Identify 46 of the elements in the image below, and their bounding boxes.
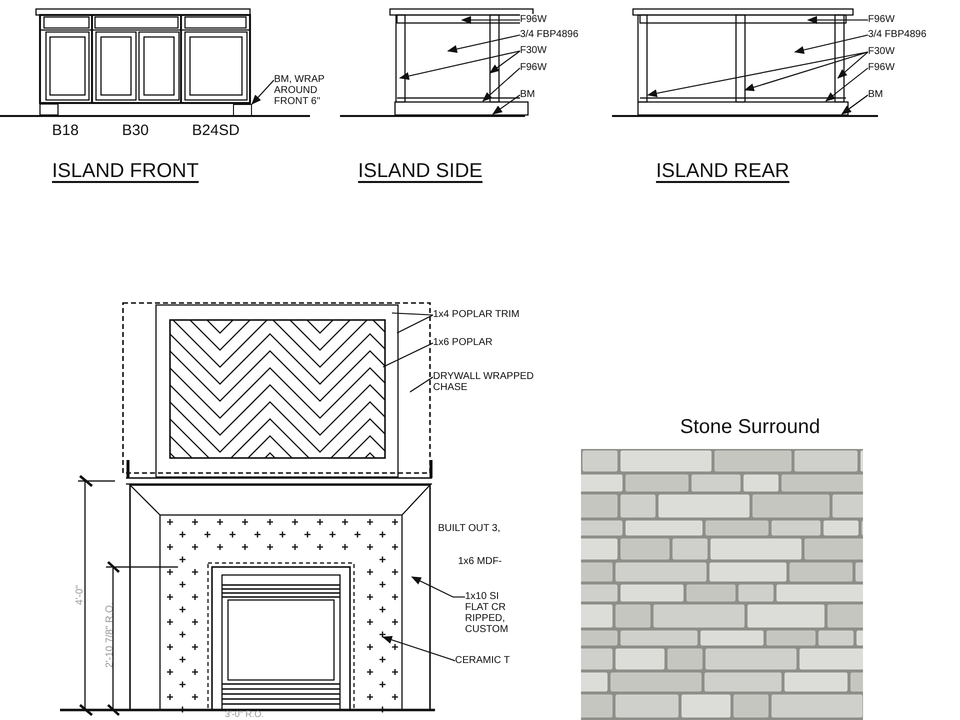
cabinet-code: B30 <box>122 121 149 141</box>
view-title: ISLAND REAR <box>656 159 790 184</box>
leader-line <box>410 376 434 392</box>
toe-kick-block <box>233 104 252 116</box>
callout-label: F96W <box>868 62 895 73</box>
leader-line <box>396 314 434 334</box>
dimension-label: 3'-0" R.O. <box>225 709 264 719</box>
leader-line <box>447 34 520 53</box>
leader-line <box>794 34 868 54</box>
leader-line <box>251 80 274 105</box>
leader-line <box>482 68 520 102</box>
leader-line <box>807 16 868 24</box>
callout-label: BM <box>868 89 883 100</box>
callout-label: 1x6 POPLAR <box>433 337 492 348</box>
dimension-label: 4'-0" <box>74 585 86 605</box>
callout-label: 1x4 POPLAR TRIM <box>433 309 520 320</box>
view-title: ISLAND FRONT <box>52 159 199 184</box>
leader-line <box>492 94 520 115</box>
dimension-label: 2'-10 7/8" R.O. <box>104 602 116 668</box>
callout-label: F96W <box>520 62 547 73</box>
callout-label: F96W <box>520 14 547 25</box>
view-title: ISLAND SIDE <box>358 159 482 184</box>
callout-label: BM <box>520 89 535 100</box>
callout-label: 1x6 MDF- <box>458 555 502 569</box>
leader-line <box>837 52 868 79</box>
leader-line <box>411 576 465 598</box>
callout-label: 3/4 FBP4896 <box>868 29 926 40</box>
photo-caption: Stone Surround <box>680 415 820 440</box>
callout-label: F96W <box>868 14 895 25</box>
callout-label: F30W <box>868 46 895 57</box>
leader-line <box>461 16 520 24</box>
leader-line <box>392 312 434 316</box>
callout-label: 3/4 FBP4896 <box>520 29 578 40</box>
leader-line <box>489 50 520 74</box>
leader-line <box>382 342 434 368</box>
leader-line <box>647 51 868 98</box>
leader-line <box>744 51 868 92</box>
callout-label: F30W <box>520 45 547 56</box>
cabinet-code: B18 <box>52 121 79 141</box>
callout-label: CERAMIC T <box>455 655 510 666</box>
leader-line <box>382 636 456 662</box>
leader-line <box>841 94 868 115</box>
callout-label: BUILT OUT 3, <box>438 522 500 536</box>
leader-line <box>825 68 868 102</box>
cabinet-code: B24SD <box>192 121 240 141</box>
leader-line <box>399 50 520 80</box>
